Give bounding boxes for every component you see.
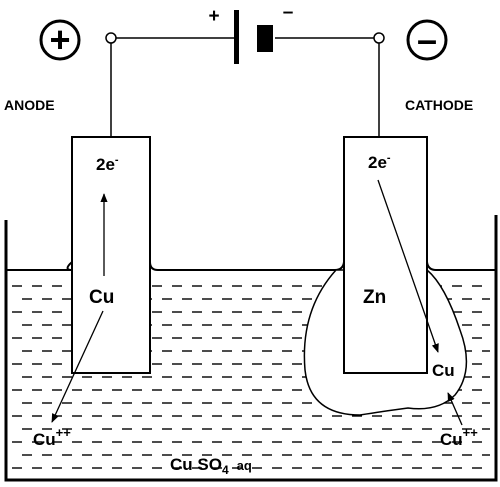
arrow-electrons-to-deposit [377, 179, 439, 353]
battery-positive-plate [234, 10, 239, 64]
battery-plus-label: + [208, 6, 219, 27]
terminal-right [373, 32, 385, 44]
liquid-surface-middle [149, 261, 345, 271]
meniscus-left-outer [66, 261, 73, 271]
anode-electrons: 2e- [96, 154, 119, 174]
plus-icon: + [49, 19, 70, 60]
terminal-left [105, 32, 117, 44]
battery-minus-label: – [283, 2, 294, 23]
beaker [4, 215, 498, 482]
positive-sign-circle [39, 19, 81, 61]
arrow-cu-to-ion [51, 310, 104, 423]
anode-ion-label: Cu++ [33, 425, 71, 449]
cathode-electrons: 2e- [368, 152, 391, 172]
cathode-metal-label: Zn [363, 287, 386, 308]
cathode-label: CATHODE [405, 97, 473, 113]
cathode-ion-label: Cu++ [440, 425, 478, 449]
minus-icon: – [417, 19, 437, 60]
deposited-copper-label: Cu [432, 361, 455, 380]
battery-negative-plate [257, 25, 273, 52]
anode-label: ANODE [4, 97, 55, 113]
negative-sign-circle [406, 19, 448, 61]
zinc-electrode [343, 136, 428, 374]
arrow-ion-to-deposit [447, 392, 463, 426]
anode-metal-label: Cu [89, 287, 114, 308]
liquid-surface-right [426, 261, 496, 271]
